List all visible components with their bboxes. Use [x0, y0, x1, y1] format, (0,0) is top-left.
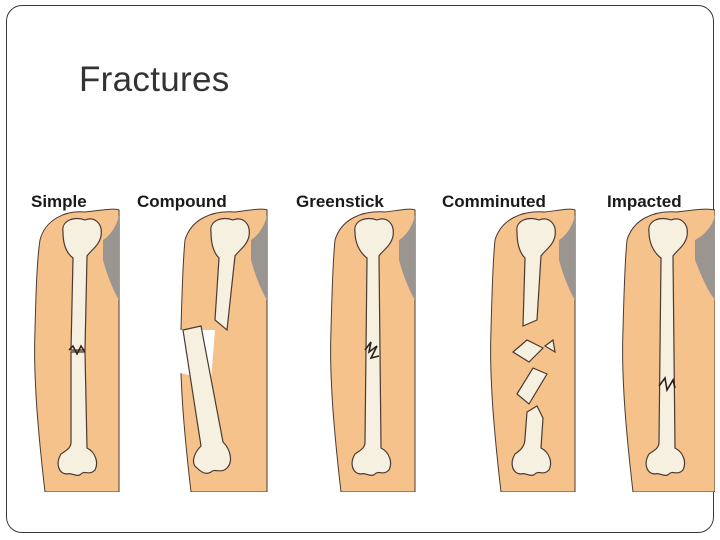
panel-label-impacted: Impacted [607, 192, 682, 211]
panel-label-compound: Compound [137, 192, 227, 211]
panel-greenstick: Greenstick [296, 192, 416, 492]
panel-comminuted: Comminuted [442, 192, 576, 492]
panel-label-comminuted: Comminuted [442, 192, 546, 211]
slide-title: Fractures [79, 60, 230, 99]
fracture-types-illustration: Simple Compound Greenstick Comminuted [31, 192, 715, 492]
panel-simple: Simple [31, 192, 120, 492]
panel-label-greenstick: Greenstick [296, 192, 384, 211]
panel-label-simple: Simple [31, 192, 87, 211]
panel-compound: Compound [137, 192, 268, 492]
panel-impacted: Impacted [607, 192, 715, 492]
